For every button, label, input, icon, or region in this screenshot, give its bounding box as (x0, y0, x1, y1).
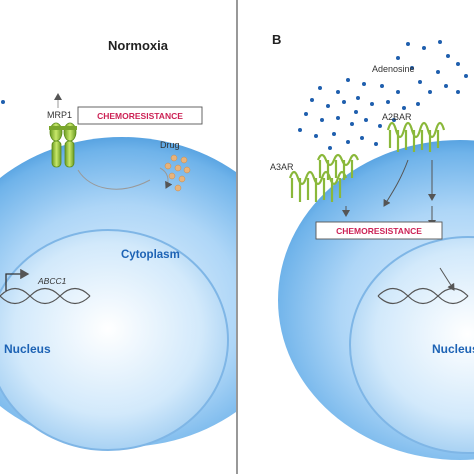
a2bar-receptor-icon (386, 121, 446, 152)
drug-entry-arrow-icon (159, 167, 173, 189)
nucleus-label-a: Nucleus (4, 342, 51, 356)
panel-b: B Adenosine A2BAR A3AR CHEMORESISTANCE N… (270, 32, 474, 460)
panel-a-title: Normoxia (108, 38, 169, 53)
nucleus-a (0, 229, 229, 451)
cytoplasm-label: Cytoplasm (121, 249, 180, 261)
gene-label: ABCC1 (37, 276, 67, 286)
chemoresistance-box-a (77, 106, 203, 125)
mrp1-label: MRP1 (47, 110, 72, 120)
a3ar-label: A3AR (270, 162, 294, 172)
nuclear-signal-arrow-icon (439, 267, 455, 291)
chemoresistance-box-b (315, 221, 443, 240)
adenosine-label: Adenosine (372, 64, 415, 74)
adenosine-dot (1, 100, 5, 104)
nucleus-label-b: Nucleus (432, 342, 474, 356)
nucleus-b (349, 236, 474, 454)
panel-a: Normoxia MRP1 CHEMORESISTANCE Drug Cytop… (0, 38, 236, 451)
drug-uptake-arrow-icon (77, 169, 151, 190)
chemoresistance-label-b: CHEMORESISTANCE (336, 226, 422, 236)
drug-particles-icon (164, 154, 191, 192)
mrp1-transporter-icon (49, 122, 77, 168)
drug-label: Drug (160, 140, 180, 150)
dna-helix-icon (0, 287, 91, 305)
panel-b-letter: B (272, 32, 281, 47)
a2bar-label: A2BAR (382, 112, 412, 122)
transcription-arrow-icon (5, 268, 30, 291)
adenosine-dots-icon (298, 40, 468, 150)
a3ar-receptor-icon (288, 153, 360, 202)
chemoresistance-label-a: CHEMORESISTANCE (97, 111, 183, 121)
